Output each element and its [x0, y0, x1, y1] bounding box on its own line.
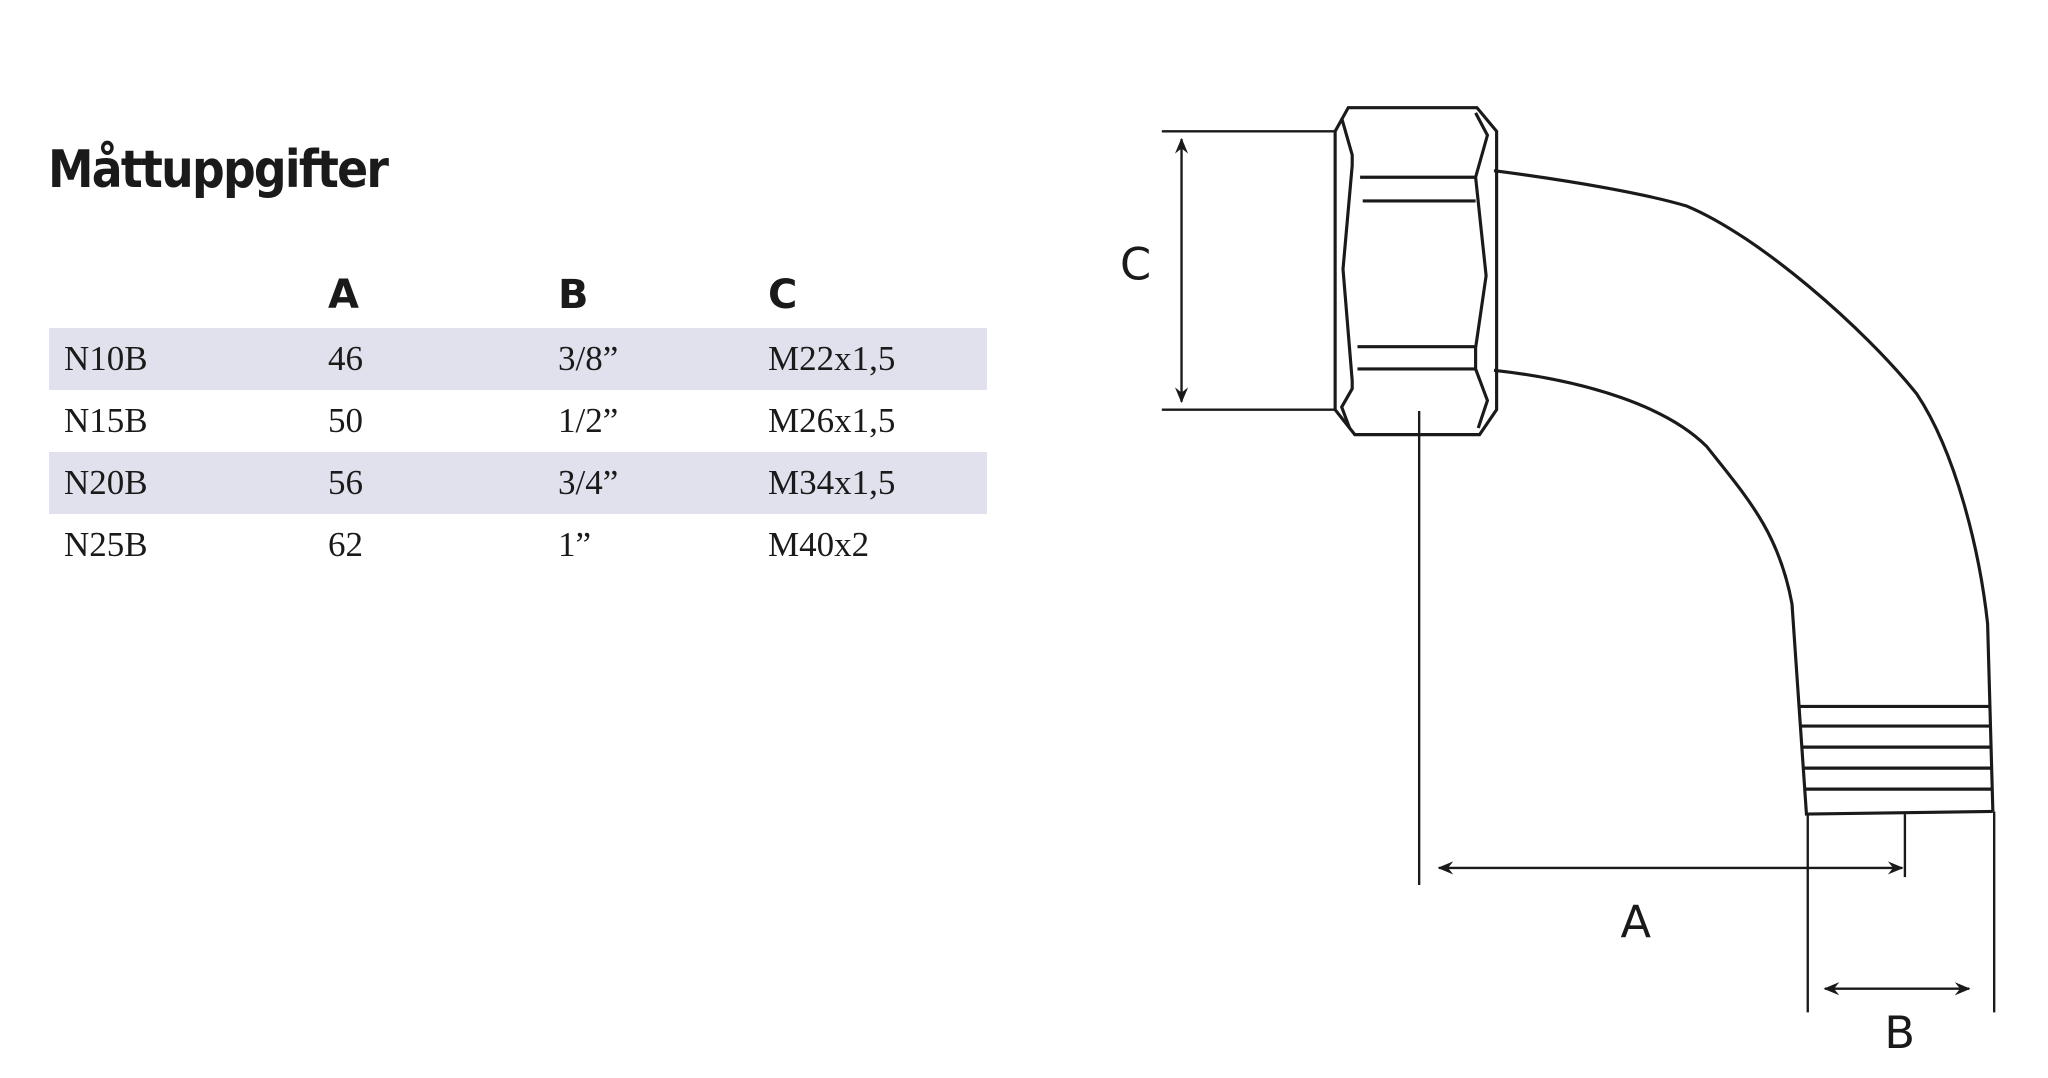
nut-inner-right [1474, 112, 1490, 429]
dimensions-table: A B C N10B 46 3/8” M22x1,5 N15B 50 1/2” … [49, 262, 987, 576]
label-b: B [1884, 1007, 1915, 1059]
cell-a: 62 [328, 525, 363, 564]
cell-b: 3/8” [558, 339, 619, 378]
cell-c: M22x1,5 [768, 339, 896, 378]
label-a: A [1621, 897, 1652, 949]
header-a: A [328, 272, 359, 318]
cell-b: 1/2” [558, 401, 619, 440]
cell-b: 3/4” [558, 463, 619, 502]
cell-model: N10B [64, 339, 148, 378]
table-header-row: A B C [49, 262, 987, 328]
cell-model: N25B [64, 525, 148, 564]
cell-c: M34x1,5 [768, 463, 896, 502]
pipe-outer [1493, 169, 1995, 812]
pipe-inner [1493, 368, 1993, 816]
table-row: N20B 56 3/4” M34x1,5 [49, 452, 987, 514]
cell-a: 50 [328, 401, 363, 440]
table-row: N15B 50 1/2” M26x1,5 [49, 390, 987, 452]
nut-inner-left [1339, 117, 1354, 429]
nut-outline [1333, 106, 1499, 437]
cell-c: M40x2 [768, 525, 870, 564]
header-c: C [768, 272, 798, 318]
cell-b: 1” [558, 525, 592, 564]
cell-model: N20B [64, 463, 148, 502]
cell-a: 46 [328, 339, 363, 378]
table-row: N10B 46 3/8” M22x1,5 [49, 328, 987, 390]
cell-c: M26x1,5 [768, 401, 896, 440]
thread-lines [1798, 704, 1992, 791]
label-c: C [1120, 239, 1151, 291]
table-row: N25B 62 1” M40x2 [49, 514, 987, 576]
cell-model: N15B [64, 401, 148, 440]
page-title: Måttuppgifter [48, 140, 389, 200]
header-b: B [558, 272, 589, 318]
cell-a: 56 [328, 463, 363, 502]
